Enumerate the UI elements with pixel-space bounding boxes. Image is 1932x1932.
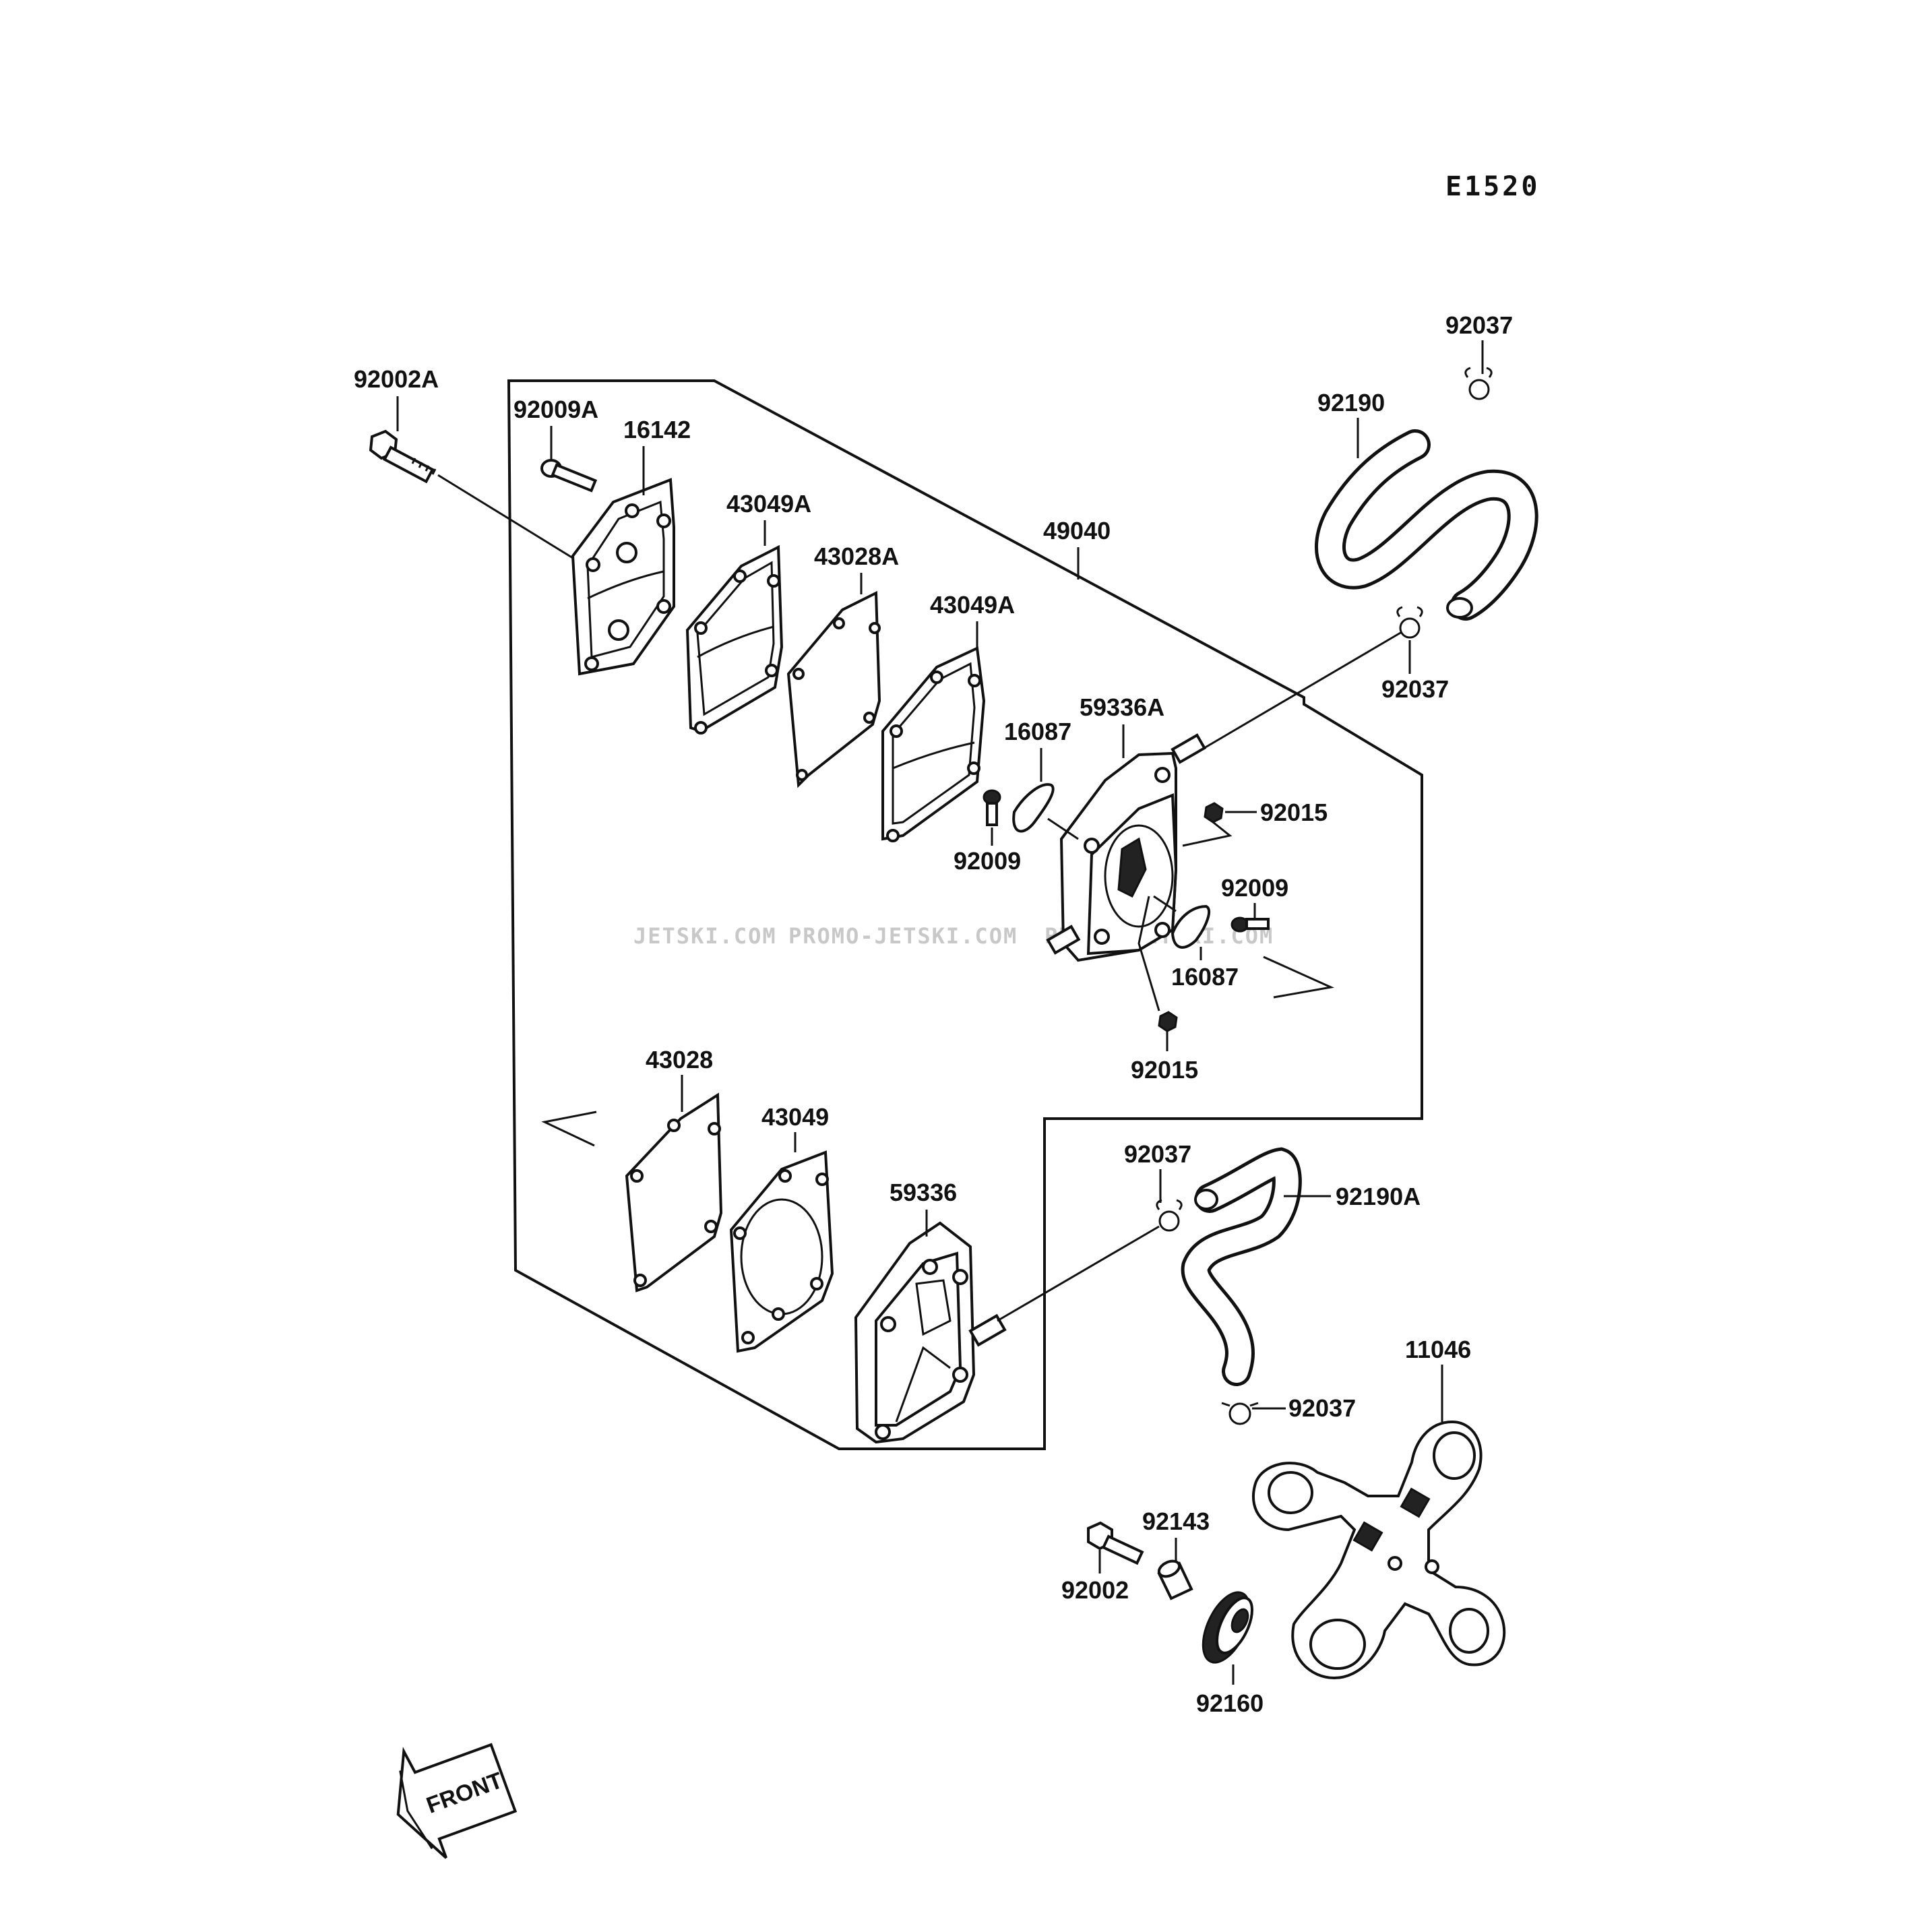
valve-16087-1	[1012, 783, 1055, 833]
label-92037-3: 92037	[1124, 1140, 1191, 1168]
diagram-code: E1520	[1445, 171, 1540, 202]
gasket-43049A-1	[685, 544, 784, 735]
label-49040: 49040	[1043, 517, 1111, 544]
watermark-2: PROMO-JETSKI.COM	[788, 923, 1018, 949]
pump-cover-16142	[571, 478, 675, 676]
label-92002A: 92002A	[354, 365, 439, 393]
label-92009-2: 92009	[1221, 874, 1288, 902]
gasket-43049	[729, 1150, 834, 1353]
clip-92037-top	[1464, 367, 1493, 400]
diaphragm-43028A	[786, 590, 881, 788]
pump-base-59336	[854, 1221, 1007, 1444]
hose-92190	[1315, 429, 1538, 621]
label-92037-2: 92037	[1381, 675, 1449, 703]
check-valve-92015-2	[1158, 1011, 1178, 1032]
label-92009A: 92009A	[513, 396, 598, 423]
label-92009-1: 92009	[954, 847, 1021, 875]
label-16142: 16142	[623, 416, 691, 443]
label-43049A-2: 43049A	[930, 591, 1015, 619]
label-92002: 92002	[1061, 1576, 1129, 1604]
valve-16087-2	[1171, 904, 1210, 949]
label-92143: 92143	[1142, 1507, 1210, 1535]
label-11046: 11046	[1405, 1336, 1471, 1363]
front-arrow-icon: FRONT	[396, 1743, 518, 1859]
bolt-92002A	[369, 429, 437, 484]
check-valve-92015-1	[1204, 802, 1224, 823]
label-43049: 43049	[761, 1103, 829, 1131]
label-16087-1: 16087	[1004, 718, 1071, 745]
assembly-frame-49040	[507, 379, 1423, 1450]
label-92037-4: 92037	[1288, 1394, 1356, 1422]
watermark-1: JETSKI.COM	[633, 923, 777, 949]
label-16087-2: 16087	[1171, 963, 1239, 991]
label-92190A: 92190A	[1336, 1183, 1421, 1210]
label-43028A: 43028A	[814, 542, 899, 570]
diaphragm-43028	[625, 1092, 723, 1292]
label-59336: 59336	[890, 1179, 957, 1206]
clip-92037-4	[1221, 1402, 1259, 1425]
clip-92037-2	[1396, 606, 1423, 639]
bolt-92002	[1087, 1521, 1144, 1565]
screw-92009-1	[983, 789, 1001, 826]
screw-92009-2	[1230, 916, 1270, 933]
screw-92009A	[540, 459, 598, 493]
label-92190: 92190	[1317, 389, 1385, 416]
collar-92143	[1157, 1559, 1193, 1600]
gasket-43049A-2	[881, 646, 986, 842]
label-92037-top: 92037	[1445, 311, 1513, 339]
clip-92037-3	[1156, 1199, 1183, 1232]
direction-chevron-right	[1263, 956, 1335, 999]
grommet-92160	[1202, 1591, 1253, 1664]
label-59336A: 59336A	[1080, 693, 1164, 721]
bracket-11046	[1252, 1420, 1506, 1680]
label-43049A-1: 43049A	[726, 490, 811, 518]
label-92015-1: 92015	[1260, 799, 1328, 826]
direction-chevron-left	[541, 1111, 597, 1147]
label-92160: 92160	[1196, 1689, 1264, 1717]
hose-92190A	[1181, 1147, 1302, 1386]
label-43028: 43028	[646, 1046, 713, 1073]
label-92015-2: 92015	[1131, 1056, 1198, 1084]
